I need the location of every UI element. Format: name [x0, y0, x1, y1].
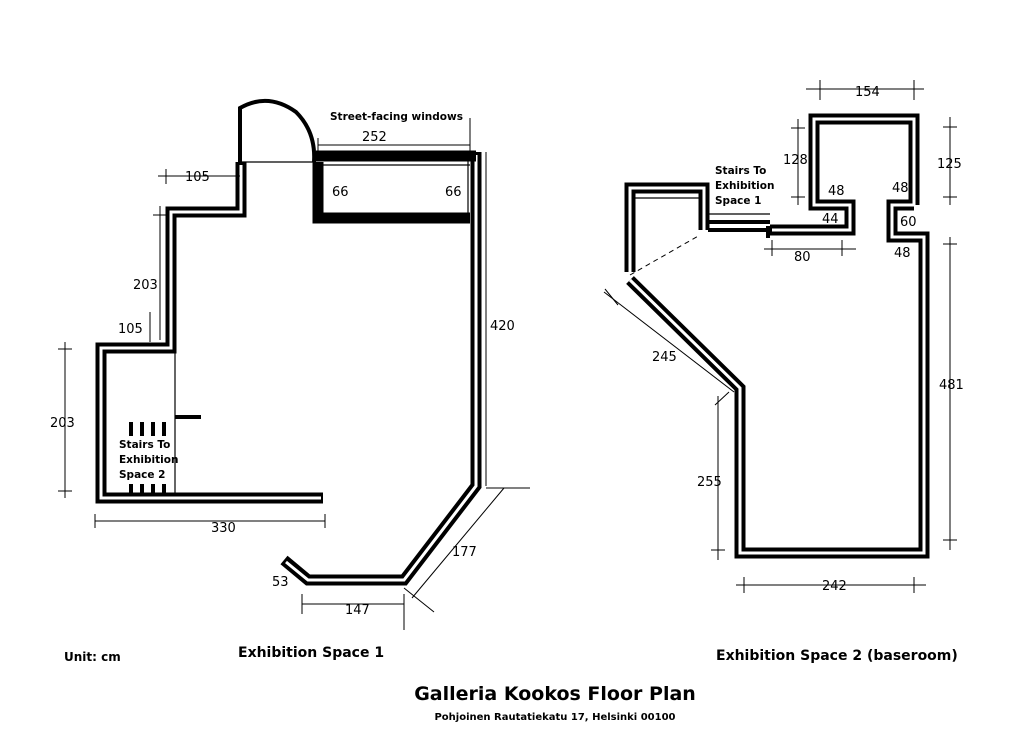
space2-dim-notch-left: 44 [822, 212, 839, 227]
space1-dim-left-upper: 203 [133, 278, 158, 293]
space1-stairs-label-1: Stairs To [119, 439, 170, 451]
space2-enclosure-dashed [629, 234, 701, 276]
space2-dim-inner-left: 48 [828, 184, 845, 199]
space1-dim-window-right: 66 [445, 185, 462, 200]
space2-dim-notch-right: 60 [900, 215, 917, 230]
page-title: Galleria Kookos Floor Plan [414, 683, 696, 705]
space1-dim-corner: 53 [272, 575, 289, 590]
space1-dim-left-step: 105 [118, 322, 143, 337]
space1-dim-left-lower: 203 [50, 416, 75, 431]
space1-dim-bottom-right: 147 [345, 603, 370, 618]
space2-dim-inner-right: 48 [892, 181, 909, 196]
space1-stair-treads [129, 422, 166, 493]
page-address: Pohjoinen Rautatiekatu 17, Helsinki 0010… [434, 712, 675, 723]
space1-stairs-label-2: Exhibition [119, 454, 178, 466]
space1-walls-inner [99, 155, 478, 582]
space2-walls-inner [628, 117, 926, 555]
space1-dim-window-left: 66 [332, 185, 349, 200]
space2-plan: 154 128 125 48 48 44 60 48 80 245 255 48… [603, 80, 964, 664]
space2-caption: Exhibition Space 2 (baseroom) [716, 648, 958, 664]
space1-dim-right-wall: 420 [490, 319, 515, 334]
space2-dim-diagonal: 245 [652, 350, 677, 365]
space2-dim-corridor: 80 [794, 250, 811, 265]
space1-entry-door [238, 99, 317, 163]
space2-dim-left-wall: 255 [697, 475, 722, 490]
space2-dim-top-right-height: 125 [937, 157, 962, 172]
space2-stairs-label-2: Exhibition [715, 180, 774, 192]
space2-dim-lower-right: 48 [894, 246, 911, 261]
space2-dim-top-left-height: 128 [783, 153, 808, 168]
space1-walls [95, 152, 482, 586]
space1-dim-diagonal: 177 [452, 545, 477, 560]
space1-caption: Exhibition Space 1 [238, 645, 384, 661]
space2-stairs-label-1: Stairs To [715, 165, 766, 177]
space2-dim-bottom-width: 242 [822, 579, 847, 594]
space2-stairs-label-3: Space 1 [715, 195, 761, 207]
space1-stairs-label-3: Space 2 [119, 469, 165, 481]
space1-plan: Street-facing windows 252 66 66 105 203 … [50, 99, 530, 661]
space1-dim-bottom-left: 330 [211, 521, 236, 536]
space1-dim-entry-step: 105 [185, 170, 210, 185]
space1-windows-label: Street-facing windows [330, 111, 463, 123]
space2-dim-top-width: 154 [855, 85, 880, 100]
unit-label: Unit: cm [64, 650, 121, 664]
space1-dim-windows: 252 [362, 130, 387, 145]
space2-dim-right-wall: 481 [939, 378, 964, 393]
space2-walls [624, 113, 930, 559]
